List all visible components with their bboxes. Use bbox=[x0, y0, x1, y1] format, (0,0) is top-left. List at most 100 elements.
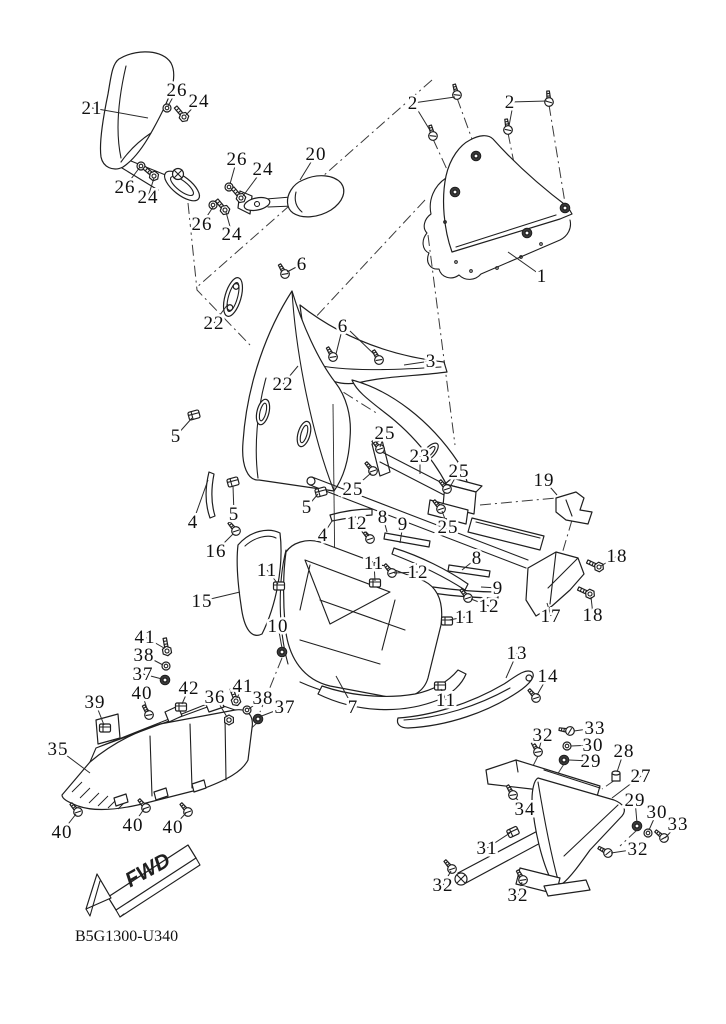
leader-line bbox=[167, 89, 178, 107]
clip-hardware-icon bbox=[187, 409, 201, 421]
leader-line bbox=[538, 734, 544, 750]
callout-40: 40 bbox=[132, 683, 153, 704]
callout-33: 33 bbox=[668, 814, 689, 835]
clip-hardware-icon bbox=[440, 616, 454, 626]
part-mirror-left-21 bbox=[99, 51, 201, 202]
leader-line bbox=[201, 206, 214, 225]
callout-34: 34 bbox=[515, 799, 536, 820]
callout-9: 9 bbox=[493, 578, 504, 599]
leader-line bbox=[213, 303, 229, 324]
clip-hardware-icon bbox=[174, 702, 188, 712]
callout-26: 26 bbox=[167, 80, 188, 101]
screw-hardware-icon bbox=[525, 686, 543, 705]
callout-2: 2 bbox=[408, 93, 419, 114]
leader-line bbox=[356, 522, 370, 537]
callout-14: 14 bbox=[538, 666, 559, 687]
leader-line bbox=[282, 365, 299, 385]
callout-26: 26 bbox=[192, 214, 213, 235]
screw-hardware-icon bbox=[139, 702, 156, 722]
leader-line bbox=[141, 692, 149, 713]
callout-18: 18 bbox=[583, 605, 604, 626]
leader-line bbox=[379, 432, 386, 448]
part-lower-blade-13 bbox=[396, 670, 534, 729]
grommet-hardware-icon bbox=[276, 646, 288, 658]
leader-line bbox=[57, 748, 91, 774]
leader-line bbox=[486, 832, 511, 849]
clip-hardware-icon bbox=[98, 723, 112, 733]
washer-hardware-icon bbox=[562, 741, 572, 751]
callout-11: 11 bbox=[455, 607, 475, 628]
callout-9: 9 bbox=[398, 514, 409, 535]
leader-line bbox=[449, 470, 460, 488]
grommet-hardware-icon bbox=[470, 150, 482, 162]
leader-line bbox=[634, 799, 638, 824]
leader-line bbox=[590, 596, 594, 616]
leader-line bbox=[266, 569, 279, 585]
washer-hardware-icon bbox=[162, 103, 172, 113]
callout-8: 8 bbox=[472, 548, 483, 569]
leader-line bbox=[517, 881, 523, 896]
callout-12: 12 bbox=[408, 562, 429, 583]
leader-line bbox=[546, 602, 552, 617]
callout-19: 19 bbox=[534, 470, 555, 491]
callout-24: 24 bbox=[138, 187, 159, 208]
callout-26: 26 bbox=[115, 177, 136, 198]
callout-12: 12 bbox=[347, 513, 368, 534]
callout-24: 24 bbox=[189, 91, 210, 112]
callout-26: 26 bbox=[227, 149, 248, 170]
callout-22: 22 bbox=[204, 313, 225, 334]
leader-line bbox=[610, 848, 639, 854]
screw-hardware-icon bbox=[595, 843, 615, 860]
callout-22: 22 bbox=[273, 374, 294, 395]
leader-line bbox=[232, 485, 235, 515]
callout-3: 3 bbox=[426, 351, 437, 372]
leader-line bbox=[147, 177, 155, 198]
callout-18: 18 bbox=[607, 546, 628, 567]
callout-31: 31 bbox=[477, 838, 498, 859]
leader-line bbox=[286, 263, 303, 273]
washer-hardware-icon bbox=[643, 828, 653, 838]
callout-40: 40 bbox=[123, 815, 144, 836]
leader-line bbox=[299, 153, 317, 181]
washer-hardware-icon bbox=[242, 705, 252, 715]
diagram-code: B5G1300-U340 bbox=[75, 928, 178, 945]
leader-line bbox=[335, 675, 354, 708]
callout-1: 1 bbox=[537, 266, 548, 287]
callout-24: 24 bbox=[253, 159, 274, 180]
leader-line bbox=[335, 325, 344, 355]
callout-6: 6 bbox=[297, 254, 308, 275]
leader-line bbox=[616, 750, 625, 773]
callout-8: 8 bbox=[378, 507, 389, 528]
clip-hardware-icon bbox=[433, 681, 447, 691]
part-right-panel-27-31 bbox=[454, 759, 625, 897]
leader-line bbox=[573, 727, 596, 732]
callout-2: 2 bbox=[505, 92, 516, 113]
callout-5: 5 bbox=[229, 504, 240, 525]
callout-40: 40 bbox=[163, 817, 184, 838]
callout-30: 30 bbox=[647, 802, 668, 823]
leader-lines bbox=[57, 89, 679, 896]
leader-line bbox=[448, 616, 466, 621]
leader-line bbox=[61, 813, 77, 833]
part-gasket-plate-22-upper bbox=[222, 277, 244, 317]
leader-line bbox=[175, 417, 193, 437]
clip-hardware-icon bbox=[226, 476, 240, 488]
leader-line bbox=[258, 706, 286, 718]
grommet-hardware-icon bbox=[449, 186, 461, 198]
leader-line bbox=[143, 654, 164, 666]
leader-line bbox=[236, 685, 244, 699]
leader-line bbox=[142, 673, 163, 680]
leader-line bbox=[441, 510, 449, 528]
callout-11: 11 bbox=[257, 560, 277, 581]
leader-line bbox=[442, 870, 452, 886]
callout-27: 27 bbox=[631, 766, 652, 787]
callout-25: 25 bbox=[438, 517, 459, 538]
part-inner-panel-15 bbox=[236, 529, 282, 636]
callout-12: 12 bbox=[479, 596, 500, 617]
leader-line bbox=[225, 211, 233, 235]
callout-24: 24 bbox=[222, 224, 243, 245]
leader-line bbox=[515, 797, 526, 810]
leader-line bbox=[132, 808, 145, 826]
